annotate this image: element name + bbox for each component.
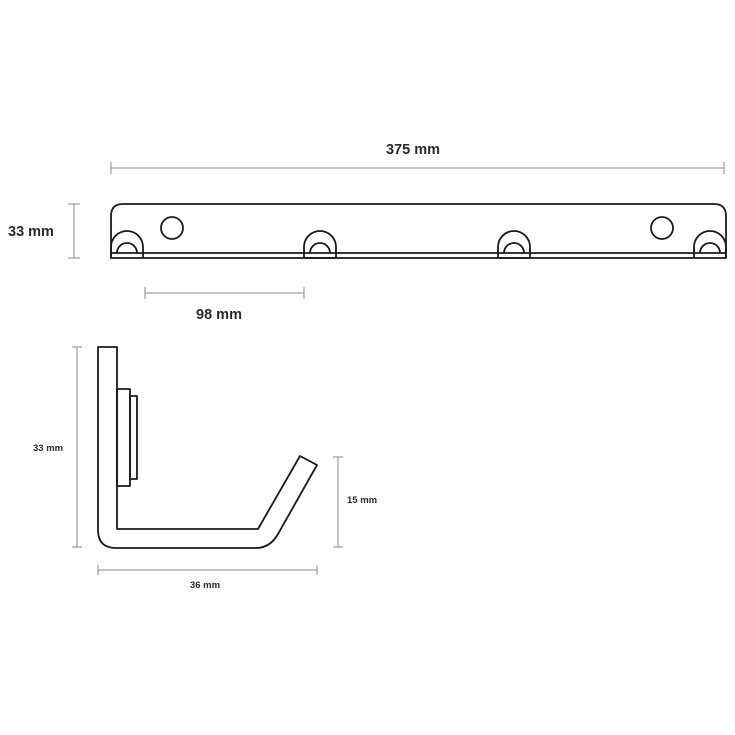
overall-width-label: 375 mm bbox=[386, 142, 440, 158]
mounting-hole-right bbox=[650, 216, 674, 240]
hook-front-1 bbox=[110, 230, 144, 258]
hook-front-3 bbox=[497, 230, 531, 259]
side-view: 33 mm 15 mm 36 mm bbox=[33, 346, 377, 591]
front-view: 375 mm 33 mm bbox=[8, 142, 727, 323]
hook-tip-dimension: 15 mm bbox=[333, 456, 377, 548]
rail-plate-outline bbox=[110, 203, 727, 259]
front-height-label: 33 mm bbox=[8, 224, 54, 240]
depth-label: 36 mm bbox=[190, 580, 220, 591]
depth-dimension: 36 mm bbox=[97, 565, 318, 591]
hook-spacing-label: 98 mm bbox=[196, 307, 242, 323]
hook-front-4 bbox=[693, 230, 727, 258]
side-height-dimension: 33 mm bbox=[33, 346, 82, 548]
hook-side-profile bbox=[97, 346, 318, 549]
hook-spacing-dimension: 98 mm bbox=[144, 287, 305, 323]
hook-tip-label: 15 mm bbox=[347, 495, 377, 506]
mounting-plate-side bbox=[116, 388, 138, 487]
overall-width-dimension: 375 mm bbox=[110, 142, 725, 174]
hook-front-2 bbox=[303, 230, 337, 259]
mounting-hole-left bbox=[160, 216, 184, 240]
side-height-label: 33 mm bbox=[33, 443, 63, 454]
front-height-dimension: 33 mm bbox=[8, 203, 80, 259]
